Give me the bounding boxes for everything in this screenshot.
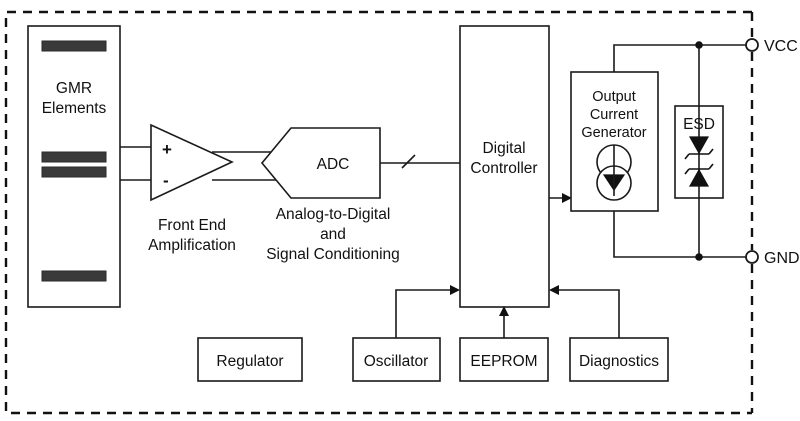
arrowhead-oscillator-to-controller	[450, 285, 460, 295]
adc-label: ADC	[317, 156, 350, 173]
esd-zener-diode-bottom-icon	[688, 168, 710, 187]
gmr-label-line2: Elements	[42, 100, 107, 117]
amp-minus-sign: -	[163, 171, 169, 190]
block-diagnostics[interactable]	[569, 337, 669, 382]
adc-caption-line2: and	[320, 226, 346, 243]
regulator-label: Regulator	[216, 353, 283, 370]
block-front-end-amplifier[interactable]	[150, 123, 234, 202]
digital-controller-label-line2: Controller	[470, 160, 537, 177]
gmr-bar-4	[41, 270, 107, 282]
junction-dot-gnd	[695, 253, 703, 261]
block-eeprom[interactable]	[459, 337, 549, 382]
arrowhead-diagnostics-to-controller	[549, 285, 559, 295]
diagnostics-label: Diagnostics	[579, 353, 659, 370]
block-oscillator[interactable]	[352, 337, 441, 382]
wire-ocg-to-vcc	[613, 44, 752, 72]
gmr-label-line1: GMR	[56, 80, 92, 97]
wire-oscillator-to-controller	[395, 289, 452, 338]
ocg-label-line1: Output	[592, 89, 636, 105]
arrowhead-eeprom-to-controller	[499, 306, 509, 316]
eeprom-label: EEPROM	[470, 353, 537, 370]
junction-dot-vcc	[695, 41, 703, 49]
esd-zener-bar-bottom	[684, 163, 714, 175]
ocg-label-line2: Current	[590, 107, 638, 123]
pin-vcc-terminal[interactable]	[745, 38, 759, 52]
block-digital-controller[interactable]	[459, 25, 550, 308]
esd-zener-bar-top	[684, 148, 714, 160]
gmr-bar-2	[41, 151, 107, 163]
bus-slash-marker	[401, 154, 416, 169]
adc-caption-line1: Analog-to-Digital	[276, 206, 391, 223]
wire-diagnostics-to-controller	[557, 289, 620, 338]
front-end-caption-line1: Front End	[158, 217, 226, 234]
gmr-bar-3	[41, 166, 107, 178]
wire-ocg-to-gnd	[613, 211, 752, 258]
block-adc[interactable]	[260, 127, 381, 199]
digital-controller-label-line1: Digital	[482, 140, 525, 157]
esd-zener-diode-top-icon	[688, 136, 710, 155]
pin-gnd-terminal[interactable]	[745, 250, 759, 264]
amp-plus-sign: +	[162, 140, 172, 159]
pin-vcc-label: VCC	[764, 38, 798, 55]
adc-caption-line3: Signal Conditioning	[266, 246, 400, 263]
front-end-caption-line2: Amplification	[148, 237, 236, 254]
ic-package-boundary	[4, 10, 752, 415]
ocg-label-line3: Generator	[581, 125, 646, 141]
oscillator-label: Oscillator	[364, 353, 429, 370]
gmr-bar-1	[41, 40, 107, 52]
pin-gnd-label: GND	[764, 250, 800, 267]
arrowhead-controller-to-ocg	[562, 193, 572, 203]
block-regulator[interactable]	[197, 337, 303, 382]
